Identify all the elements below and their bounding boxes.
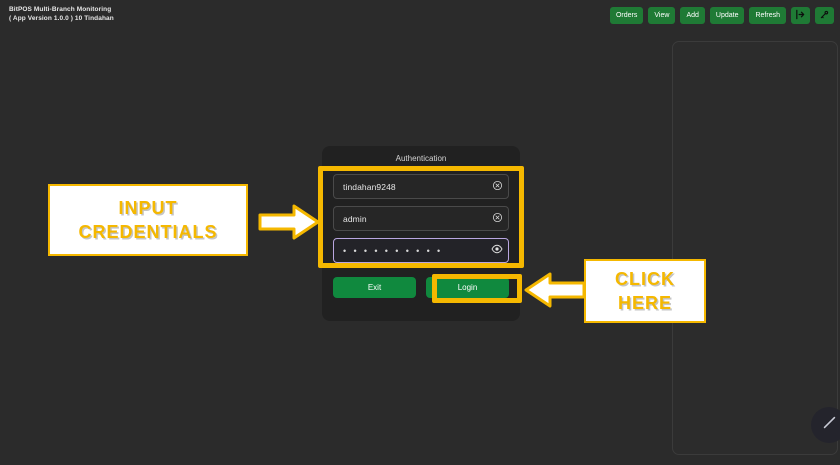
branch-code-field[interactable]: tindahan9248	[333, 174, 509, 199]
key-button[interactable]	[815, 7, 834, 24]
username-field[interactable]: admin	[333, 206, 509, 231]
dialog-button-row: Exit Login	[333, 277, 509, 298]
arrow-left-icon	[524, 271, 586, 309]
password-input[interactable]: • • • • • • • • • •	[343, 245, 443, 256]
toolbar: Orders View Add Update Refresh	[609, 7, 834, 24]
callout-line-2: HERE	[617, 293, 672, 313]
eye-icon	[491, 242, 503, 260]
page-title: BitPOS Multi-Branch Monitoring ( App Ver…	[9, 6, 114, 22]
orders-button[interactable]: Orders	[609, 7, 644, 24]
toggle-password-visibility-button[interactable]	[486, 242, 508, 260]
edit-fab-button[interactable]	[811, 407, 840, 443]
username-input[interactable]: admin	[343, 213, 367, 224]
username-clear-button[interactable]	[486, 210, 508, 228]
key-icon	[819, 8, 830, 23]
logout-button[interactable]	[791, 7, 810, 24]
login-button[interactable]: Login	[426, 277, 509, 298]
click-here-callout: CLICK HERE	[584, 259, 706, 323]
clear-circle-icon	[492, 178, 503, 196]
callout-line-1: CLICK	[615, 268, 675, 289]
branch-code-input[interactable]: tindahan9248	[343, 181, 396, 192]
clear-circle-icon	[492, 210, 503, 228]
authentication-dialog: Authentication tindahan9248 admin	[322, 146, 520, 321]
refresh-button[interactable]: Refresh	[749, 7, 786, 24]
app-header: BitPOS Multi-Branch Monitoring ( App Ver…	[0, 0, 840, 30]
right-side-panel	[672, 41, 838, 455]
logout-icon	[795, 8, 806, 23]
add-button[interactable]: Add	[680, 7, 705, 24]
view-button[interactable]: View	[648, 7, 676, 24]
exit-button[interactable]: Exit	[333, 277, 416, 298]
arrow-right-icon	[258, 203, 320, 241]
callout-line-2: CREDENTIALS	[78, 222, 218, 242]
update-button[interactable]: Update	[709, 7, 745, 24]
branch-code-clear-button[interactable]	[486, 178, 508, 196]
callout-line-1: INPUT	[118, 197, 178, 218]
input-credentials-callout: INPUT CREDENTIALS	[48, 184, 248, 256]
dialog-title: Authentication	[395, 154, 447, 163]
pen-edit-icon	[821, 414, 838, 436]
password-field[interactable]: • • • • • • • • • •	[333, 238, 509, 263]
